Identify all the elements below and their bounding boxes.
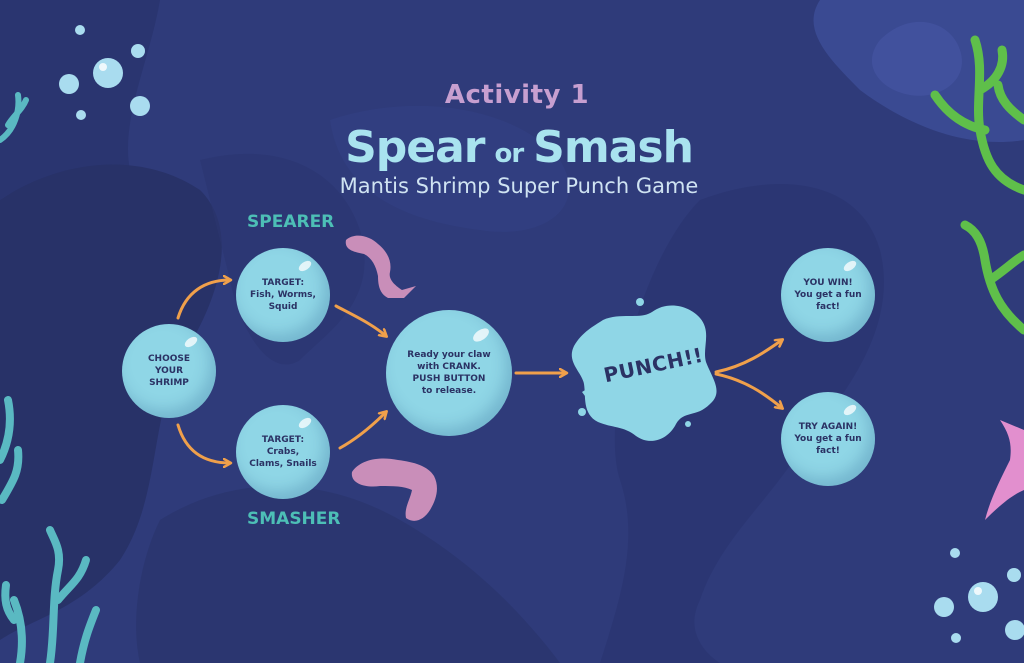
choose-shrimp-text: CHOOSE YOUR SHRIMP <box>148 353 190 389</box>
title-word-spear: Spear <box>345 122 484 173</box>
ready-claw-text: Ready your claw with CRANK. PUSH BUTTON … <box>407 349 490 397</box>
try-again-node: TRY AGAIN! You get a fun fact! <box>781 392 875 486</box>
activity-label: Activity 1 <box>0 80 1024 110</box>
smasher-target-node: TARGET: Crabs, Clams, Snails <box>236 405 330 499</box>
air-bubble-icon <box>934 548 1024 643</box>
spearer-target-text: TARGET: Fish, Worms, Squid <box>250 277 316 313</box>
smasher-label: SMASHER <box>247 509 341 529</box>
choose-shrimp-node: CHOOSE YOUR SHRIMP <box>122 324 216 418</box>
try-again-text: TRY AGAIN! You get a fun fact! <box>794 421 861 457</box>
smasher-target-text: TARGET: Crabs, Clams, Snails <box>249 434 317 470</box>
ready-claw-node: Ready your claw with CRANK. PUSH BUTTON … <box>386 310 512 436</box>
win-node: YOU WIN! You get a fun fact! <box>781 248 875 342</box>
win-text: YOU WIN! You get a fun fact! <box>794 277 861 313</box>
spearer-target-node: TARGET: Fish, Worms, Squid <box>236 248 330 342</box>
title-word-smash: Smash <box>533 122 693 173</box>
page-subtitle: Mantis Shrimp Super Punch Game <box>0 174 1024 198</box>
starfish-icon <box>985 420 1024 520</box>
title-word-or: or <box>494 139 523 169</box>
spearer-label: SPEARER <box>247 212 334 232</box>
